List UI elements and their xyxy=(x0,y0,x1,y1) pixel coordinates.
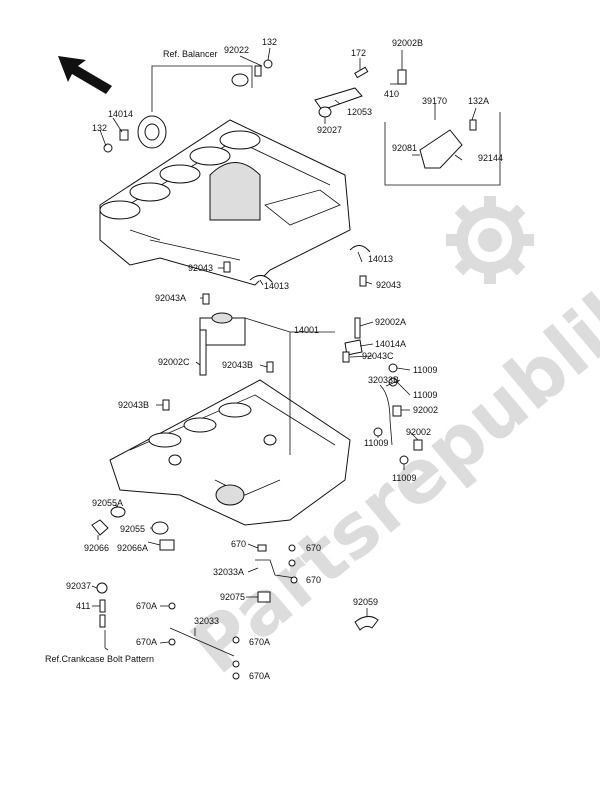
label-92075: 92075 xyxy=(220,592,245,602)
label-132a: 132A xyxy=(468,96,489,106)
label-92055: 92055 xyxy=(120,524,145,534)
label-32033b: 32033B xyxy=(368,375,399,385)
label-670a-d: 670A xyxy=(249,671,270,681)
label-32033: 32033 xyxy=(194,616,219,626)
label-39170: 39170 xyxy=(422,96,447,106)
label-92002-a: 92002 xyxy=(413,405,438,415)
label-92043-top: 92043 xyxy=(188,263,213,273)
label-670-a: 670 xyxy=(231,539,246,549)
gear-icon xyxy=(446,196,534,284)
label-32033a: 32033A xyxy=(213,567,244,577)
label-14013-right: 14013 xyxy=(368,254,393,264)
label-92043-right: 92043 xyxy=(376,280,401,290)
label-92002a: 92002A xyxy=(375,317,406,327)
label-92037: 92037 xyxy=(66,581,91,591)
label-14014: 14014 xyxy=(108,109,133,119)
label-12053: 12053 xyxy=(347,107,372,117)
label-92027: 92027 xyxy=(317,125,342,135)
ref-balancer-group xyxy=(137,65,253,149)
label-172: 172 xyxy=(351,48,366,58)
label-670a-a: 670A xyxy=(136,601,157,611)
label-14013-bottom: 14013 xyxy=(264,281,289,291)
label-92066: 92066 xyxy=(84,543,109,553)
label-132-left: 132 xyxy=(92,123,107,133)
arrow-up-left-icon xyxy=(58,56,112,94)
label-14001: 14001 xyxy=(294,325,319,335)
label-11009-d: 11009 xyxy=(392,473,416,483)
label-92043c: 92043C xyxy=(362,351,394,361)
label-92043b-left: 92043B xyxy=(118,400,149,410)
leader-lines xyxy=(91,47,477,651)
label-92081: 92081 xyxy=(392,143,417,153)
label-92066a: 92066A xyxy=(117,543,148,553)
label-11009-a: 11009 xyxy=(413,365,437,375)
part-labels: Ref. Balancer 92022 132 172 92002B 410 1… xyxy=(45,37,503,681)
upper-crankcase xyxy=(99,119,351,286)
label-670a-c: 670A xyxy=(249,637,270,647)
label-92043a: 92043A xyxy=(155,293,186,303)
label-92002-b: 92002 xyxy=(406,427,431,437)
label-670-b: 670 xyxy=(306,543,321,553)
label-92002c: 92002C xyxy=(158,357,190,367)
label-92055a: 92055A xyxy=(92,498,123,508)
label-11009-c: 11009 xyxy=(364,438,388,448)
label-11009-b: 11009 xyxy=(413,390,437,400)
label-92059: 92059 xyxy=(353,597,378,607)
label-410: 410 xyxy=(384,89,399,99)
label-92002b: 92002B xyxy=(392,38,423,48)
label-92022: 92022 xyxy=(224,45,249,55)
label-670-c: 670 xyxy=(306,575,321,585)
label-92043b-mid: 92043B xyxy=(222,360,253,370)
label-92144: 92144 xyxy=(478,153,503,163)
label-670a-b: 670A xyxy=(136,637,157,647)
label-132-top: 132 xyxy=(262,37,277,47)
label-ref-balancer: Ref. Balancer xyxy=(163,49,218,59)
hardware-parts xyxy=(91,59,501,680)
label-14014a: 14014A xyxy=(375,339,406,349)
label-ref-bolt-pattern: Ref.Crankcase Bolt Pattern xyxy=(45,654,154,664)
label-411: 411 xyxy=(76,601,90,611)
